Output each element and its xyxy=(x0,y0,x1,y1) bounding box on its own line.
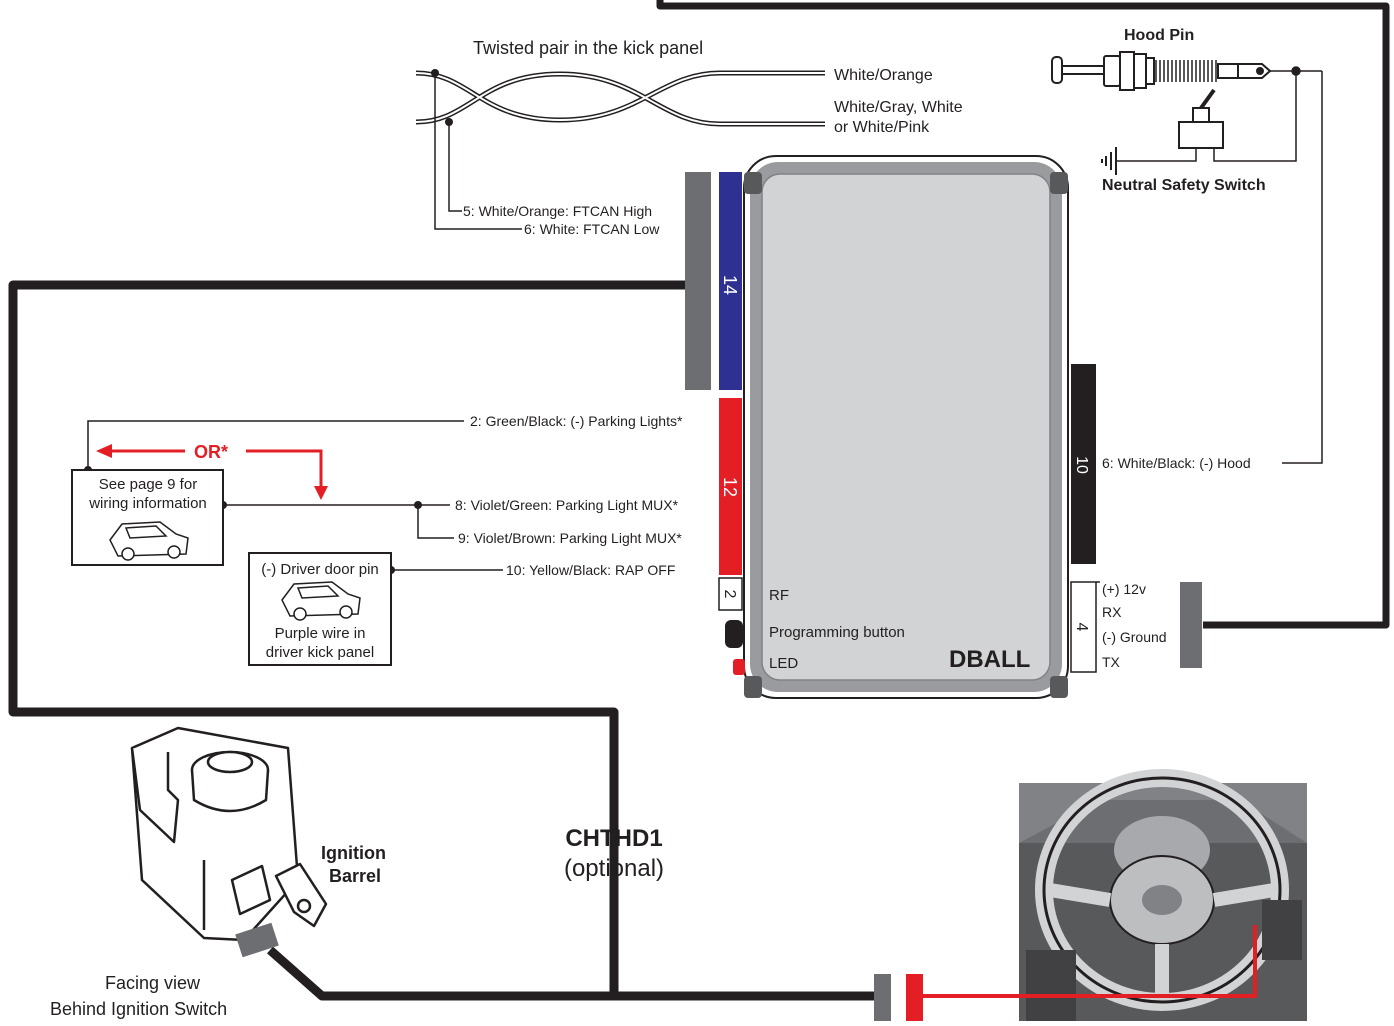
splice-dot xyxy=(414,501,422,509)
connector-10-label: 10 xyxy=(1073,456,1090,474)
programming-button-label: Programming button xyxy=(769,624,905,641)
neutral-safety-switch-icon xyxy=(1178,88,1224,149)
twisted-wire-light-2 xyxy=(415,72,825,126)
or-label: OR* xyxy=(194,442,228,462)
rf-label: RF xyxy=(769,587,789,604)
dashboard-photo xyxy=(1019,769,1307,1021)
hood-pin-icon xyxy=(1051,51,1272,91)
can-high-lead xyxy=(448,122,462,212)
c4-pin-ground: (-) Ground xyxy=(1102,629,1167,645)
rap-off-label: 10: Yellow/Black: RAP OFF xyxy=(506,562,675,578)
twisted-wire-light xyxy=(415,71,825,122)
red-harness xyxy=(923,925,1257,998)
hood-wire-label: 6: White/Black: (-) Hood xyxy=(1102,455,1251,471)
connector-2 xyxy=(718,577,743,611)
connector-4-label: 4 xyxy=(1073,623,1090,632)
wire-label-white-pink: or White/Pink xyxy=(834,119,930,136)
parking-lights-label: 2: Green/Black: (-) Parking Lights* xyxy=(470,413,683,429)
programming-button[interactable] xyxy=(725,620,743,648)
harness-name: CHTHD1 xyxy=(565,825,662,852)
harness-top-right xyxy=(656,0,1390,629)
neutral-safety-switch-label: Neutral Safety Switch xyxy=(1102,177,1266,194)
bottom-connector-red xyxy=(906,974,923,1021)
twisted-pair-title: Twisted pair in the kick panel xyxy=(473,38,703,58)
wire-label-white-gray: White/Gray, White xyxy=(834,99,963,116)
door-pin-line3: driver kick panel xyxy=(266,644,374,661)
see-page-line2: wiring information xyxy=(88,495,207,512)
led-indicator xyxy=(733,659,745,675)
ignition-connector xyxy=(235,922,279,958)
harness-left-loop xyxy=(8,280,685,996)
module-dball xyxy=(743,155,1069,699)
connector-4 xyxy=(1070,581,1097,673)
car-icon xyxy=(281,581,361,621)
harness-note: (optional) xyxy=(564,855,664,882)
wire-label-white-orange: White/Orange xyxy=(834,67,933,84)
c4-pin-rx: RX xyxy=(1102,604,1122,620)
connector-14 xyxy=(719,172,742,390)
ground-icon xyxy=(1101,147,1117,175)
main-harness xyxy=(8,0,1390,1001)
violet-brown-label: 9: Violet/Brown: Parking Light MUX* xyxy=(458,530,682,546)
c4-pin-tx: TX xyxy=(1102,654,1121,670)
connector-14-mate xyxy=(685,172,711,390)
or-arrows xyxy=(96,444,328,500)
facing-view-2: Behind Ignition Switch xyxy=(50,999,227,1019)
connector-2-label: 2 xyxy=(721,590,738,599)
see-page-line1: See page 9 for xyxy=(99,476,197,493)
led-label: LED xyxy=(769,655,798,672)
hood-pin-wiring xyxy=(1116,66,1323,464)
hood-pin-title: Hood Pin xyxy=(1124,27,1194,44)
can-low-lead xyxy=(434,73,522,230)
harness-bottom xyxy=(267,946,875,1001)
connector-12-label: 12 xyxy=(720,477,740,497)
facing-view-1: Facing view xyxy=(105,973,201,993)
door-pin-line1: (-) Driver door pin xyxy=(261,561,379,578)
ignition-barrel-icon xyxy=(130,726,328,942)
c4-pin-12v: (+) 12v xyxy=(1102,581,1146,597)
connector-10 xyxy=(1071,364,1096,564)
connector-12-wires xyxy=(87,420,503,571)
door-pin-line2: Purple wire in xyxy=(275,625,366,642)
can-low-label: 6: White: FTCAN Low xyxy=(524,221,660,237)
ignition-label-2: Barrel xyxy=(329,866,381,886)
connector-14-label: 14 xyxy=(720,275,740,295)
ignition-label-1: Ignition xyxy=(321,843,386,863)
violet-green-label: 8: Violet/Green: Parking Light MUX* xyxy=(455,497,679,513)
connector-12 xyxy=(719,398,742,575)
twisted-pair xyxy=(415,69,825,230)
car-icon xyxy=(109,521,189,561)
can-high-label: 5: White/Orange: FTCAN High xyxy=(463,203,652,219)
module-name: DBALL xyxy=(949,646,1030,673)
bottom-connector-gray xyxy=(874,974,891,1021)
connector-4-mate xyxy=(1180,582,1202,668)
